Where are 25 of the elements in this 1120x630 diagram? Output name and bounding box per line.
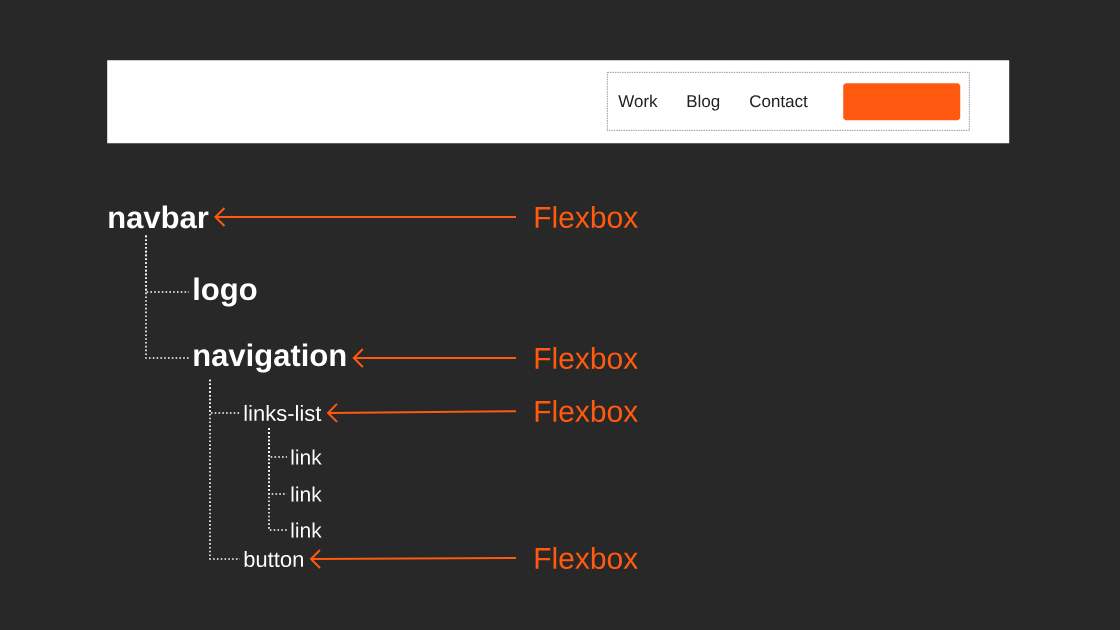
tree-connector [209,378,241,560]
flexbox-label: Flexbox [535,547,638,570]
tree-label: links-list [244,404,322,422]
tree-label: navbar [109,205,209,229]
menu-box [607,72,970,131]
tree-connector [268,427,288,531]
flexbox-label: Flexbox [535,347,638,370]
navbar-mockup [107,60,1010,144]
menu-button [843,83,961,121]
arrow [214,207,517,227]
tree-label: link [291,486,322,502]
arrow [352,348,517,368]
arrow [309,548,517,569]
arrow [326,402,517,423]
flexbox-label: Flexbox [535,400,638,423]
tree-label: link [291,522,322,538]
tree-label: navigation [194,343,346,373]
flexbox-label: Flexbox [535,206,638,229]
menu-link: Contact [750,95,808,108]
tree-label: logo [194,277,257,307]
tree-label: button [244,550,303,568]
tree-label: link [291,449,322,465]
menu-link: Work [618,94,658,108]
menu-link: Blog [687,94,720,111]
tree-connector [145,234,190,359]
